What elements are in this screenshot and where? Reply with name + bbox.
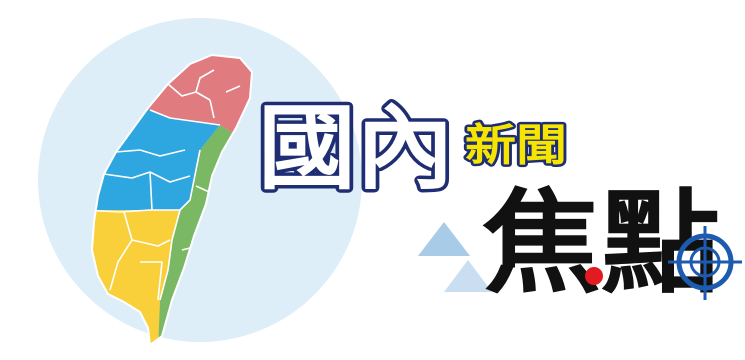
decor-triangle-large <box>418 222 470 256</box>
title-focus: 焦點 <box>482 179 720 309</box>
title-main: 國內 <box>258 95 454 202</box>
crosshair-target-icon <box>668 226 742 300</box>
title-small: 新聞 <box>465 120 567 171</box>
red-dot <box>585 267 603 285</box>
decor-triangle-small <box>444 260 492 292</box>
